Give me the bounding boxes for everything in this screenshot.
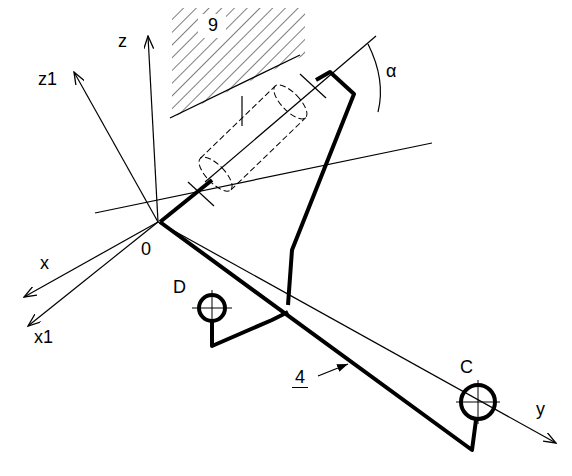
callout-number: 4 bbox=[292, 368, 308, 388]
axis-label: D bbox=[173, 278, 186, 296]
axis-label: 0 bbox=[141, 240, 151, 258]
axis-label: y bbox=[536, 400, 545, 418]
frame-4 bbox=[160, 72, 495, 450]
center-marks bbox=[192, 290, 500, 424]
axis-label: α bbox=[386, 62, 396, 80]
axis-label: x1 bbox=[34, 328, 53, 346]
axes bbox=[24, 36, 556, 443]
axis-label: 9 bbox=[208, 16, 218, 34]
axis-label: C bbox=[460, 358, 473, 376]
axis-label: x bbox=[40, 254, 49, 272]
axis-label: z bbox=[118, 32, 127, 50]
hinge-cylinder bbox=[194, 80, 312, 196]
axis-label: z1 bbox=[38, 70, 57, 88]
leader-line bbox=[318, 364, 348, 376]
hinge-marks bbox=[188, 74, 326, 206]
